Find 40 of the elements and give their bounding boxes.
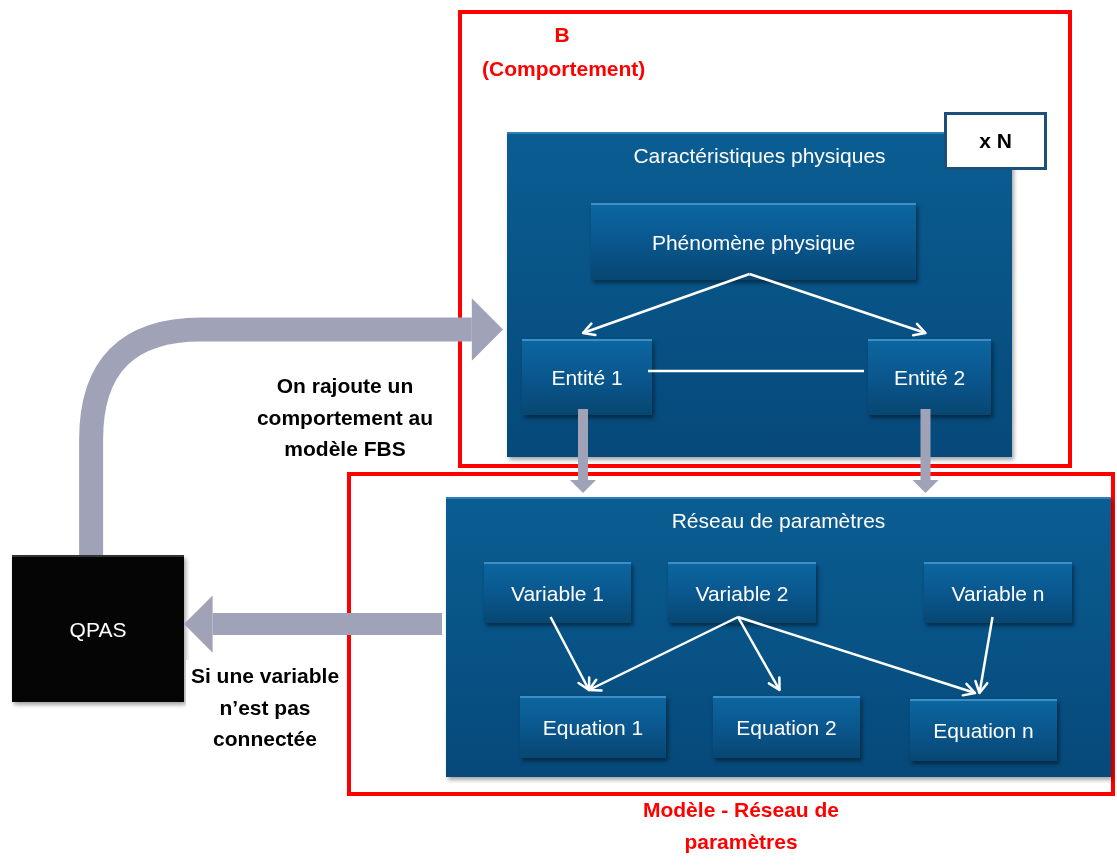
box-label: x N xyxy=(979,129,1012,153)
arrow xyxy=(587,615,739,692)
multiplicity-tag xyxy=(944,112,1047,170)
process-box xyxy=(868,339,991,415)
process-box xyxy=(522,339,652,415)
box-label: Entité 1 xyxy=(551,366,623,390)
process-box xyxy=(484,562,631,623)
box-label: Variable 2 xyxy=(695,581,789,606)
flow-arrow xyxy=(570,409,596,493)
flow-arrow xyxy=(184,595,442,653)
process-box xyxy=(713,696,860,758)
group-frame xyxy=(458,10,1072,468)
process-box xyxy=(924,562,1072,623)
system-box xyxy=(12,555,184,702)
panel-title: Réseau de paramètres xyxy=(671,509,886,533)
box-label: Equation 2 xyxy=(736,716,837,740)
process-box xyxy=(668,562,816,623)
box-label: Variable 1 xyxy=(511,581,604,606)
box-label: Variable n xyxy=(951,581,1045,606)
box-label: Phénomène physique xyxy=(651,230,856,255)
box-label: Equation n xyxy=(933,719,1034,743)
arrow xyxy=(749,272,927,337)
arrow xyxy=(581,272,750,337)
group-panel xyxy=(446,497,1111,777)
arrow xyxy=(736,616,781,692)
process-box xyxy=(591,203,916,280)
group-panel xyxy=(507,132,1012,457)
frame-heading: Modèle - Réseau de paramètres xyxy=(641,797,841,855)
process-box xyxy=(910,699,1057,761)
box-label: QPAS xyxy=(69,617,127,642)
arrow xyxy=(737,615,977,697)
arrow xyxy=(974,616,994,695)
process-box xyxy=(520,696,666,758)
connector-line xyxy=(648,369,864,373)
panel-title: Caractéristiques physiques xyxy=(633,144,886,168)
box-label: Equation 1 xyxy=(542,716,644,740)
arrow xyxy=(549,616,591,692)
flow-arrow xyxy=(79,298,503,555)
box-label: Entité 2 xyxy=(893,366,966,390)
flow-arrow xyxy=(912,409,939,493)
